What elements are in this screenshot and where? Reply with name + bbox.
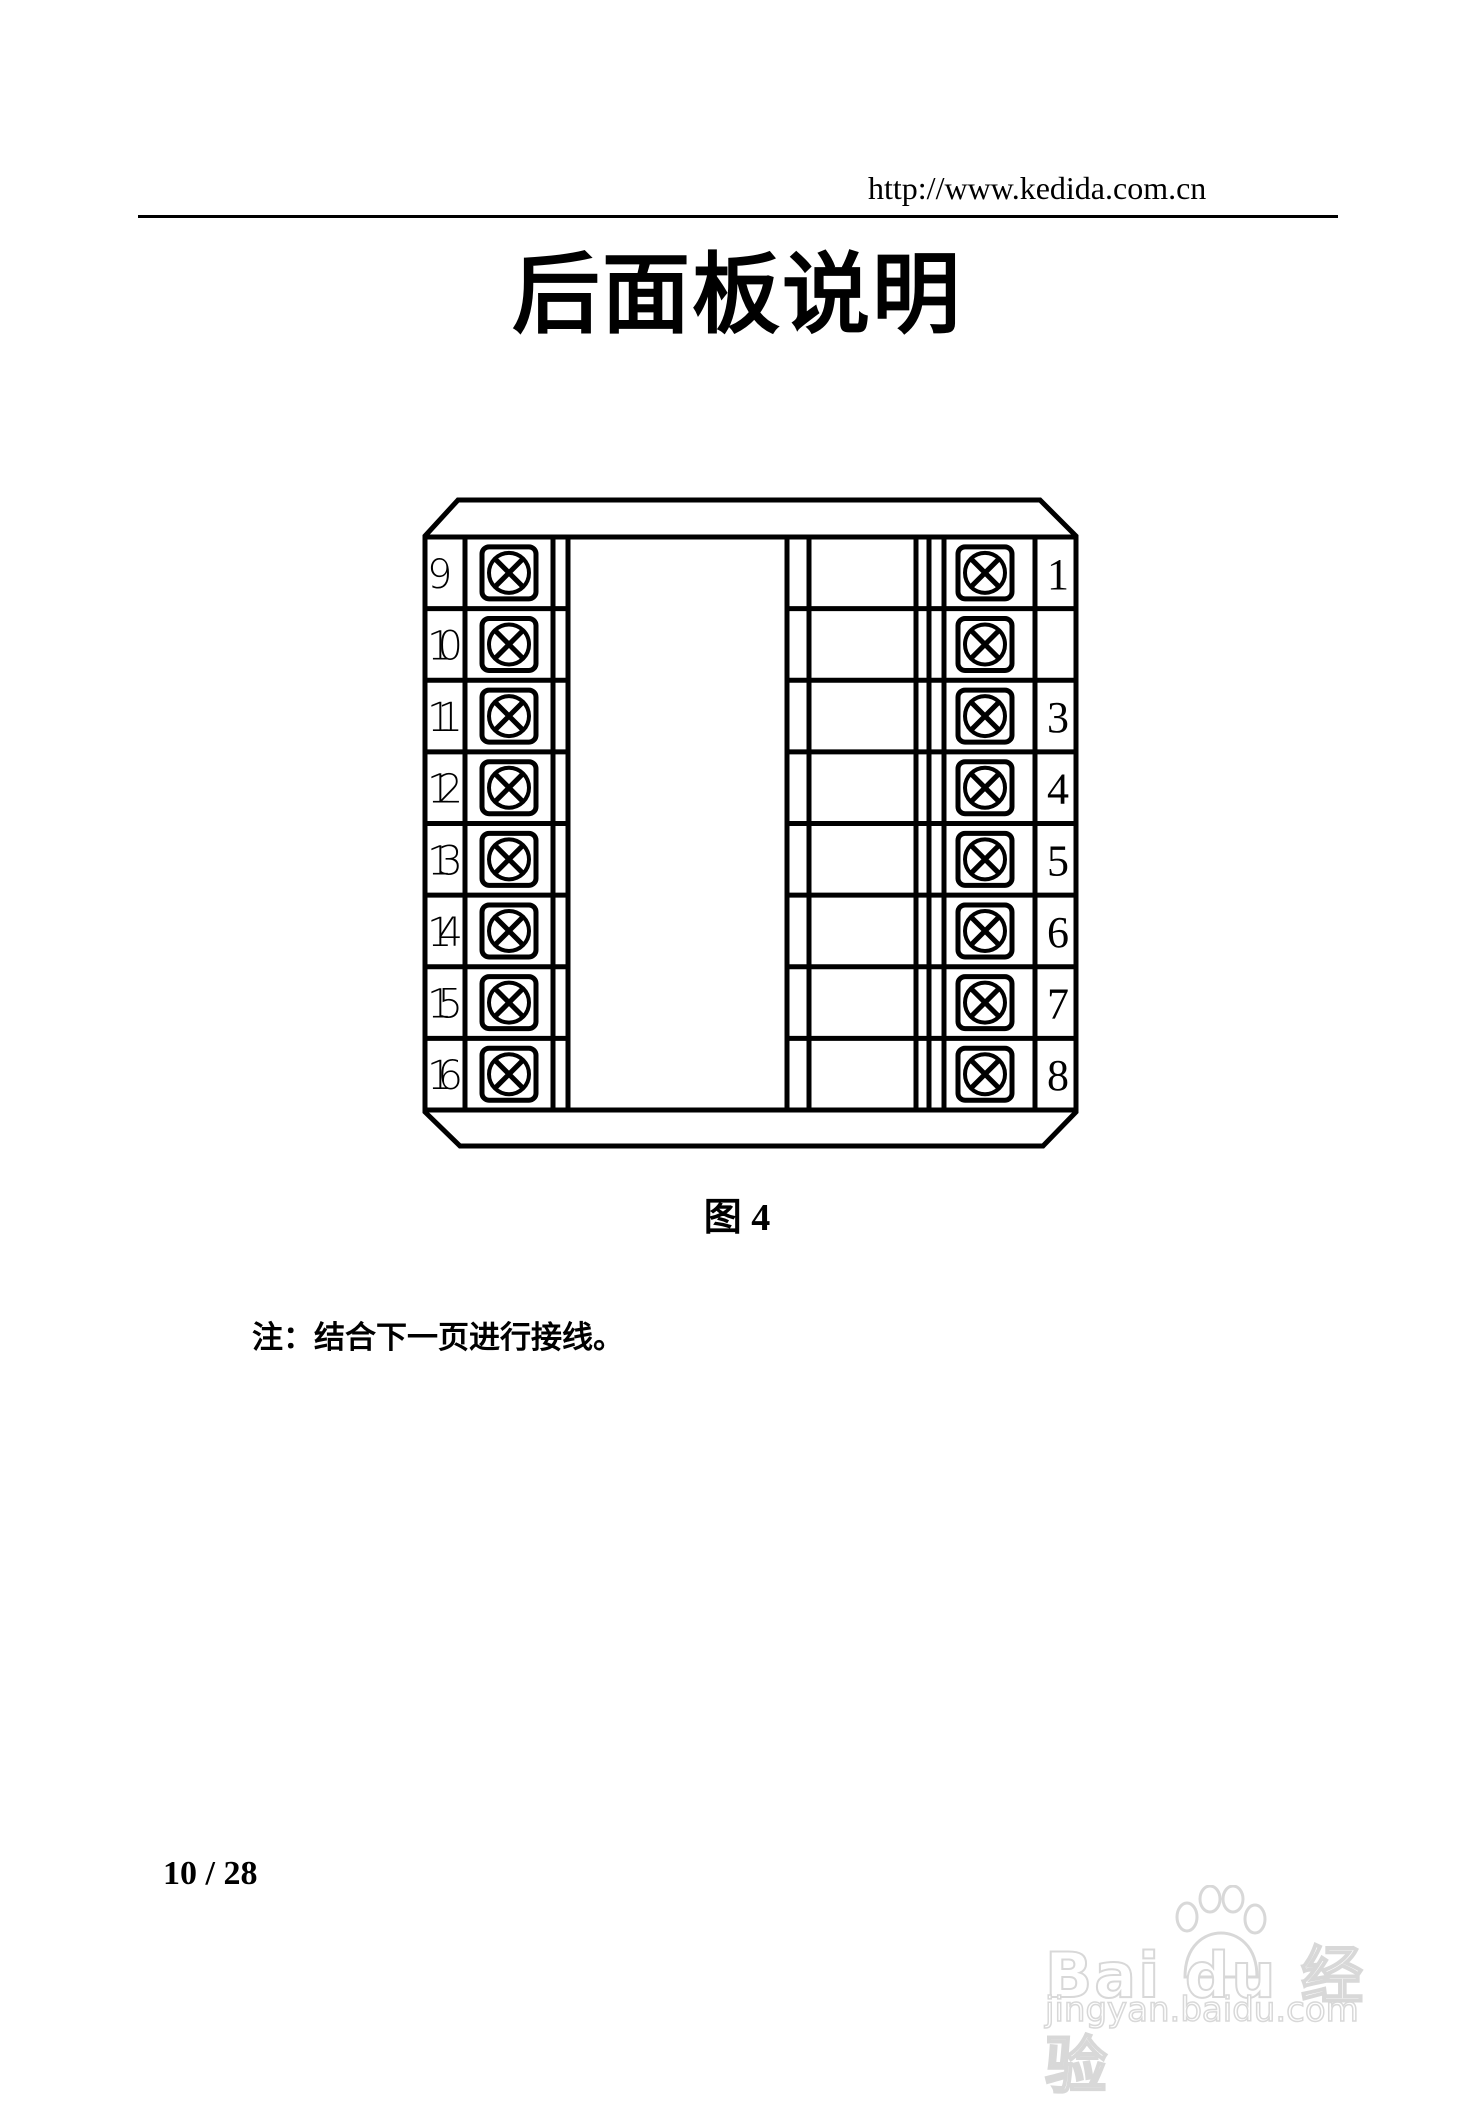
header-url: http://www.kedida.com.cn (868, 170, 1207, 206)
terminal-label: 5 (1047, 836, 1069, 885)
screw-terminal-icon (479, 974, 539, 1032)
terminal-label: 16 (427, 1053, 463, 1099)
terminal-label: 3 (1047, 693, 1069, 742)
baidu-watermark: Bai du 经验 jingyan.baidu.com (1044, 1885, 1425, 2103)
page-title: 后面板说明 (511, 243, 962, 346)
terminal-label: 8 (1047, 1051, 1069, 1100)
header-divider (138, 215, 1338, 218)
screw-terminal-icon (479, 830, 539, 888)
screw-terminal-icon (955, 902, 1015, 960)
page-number: 10 / 28 (163, 1855, 258, 1892)
terminal-label: 13 (427, 838, 463, 884)
terminal-label: 11 (427, 695, 463, 741)
figure-caption: 图 4 (703, 1197, 771, 1239)
screw-terminal-icon (955, 1045, 1015, 1103)
screw-terminal-icon (955, 759, 1015, 817)
panel-outline (422, 497, 1079, 1149)
screw-terminal-icon (479, 902, 539, 960)
screw-terminal-icon (955, 830, 1015, 888)
terminal-label: 14 (427, 910, 463, 956)
screw-terminal-icon (955, 615, 1015, 673)
terminal-label: 10 (427, 623, 463, 669)
screw-terminal-icon (479, 544, 539, 602)
terminal-label: 1 (1047, 550, 1069, 599)
watermark-url: jingyan.baidu.com (1044, 1989, 1359, 2031)
screw-terminal-icon (479, 687, 539, 745)
terminal-label: 4 (1047, 765, 1069, 814)
watermark-brand: Bai du 经验 (1044, 1938, 1366, 2103)
paw-icon (1175, 1885, 1267, 1979)
screw-terminal-icon (479, 1045, 539, 1103)
screw-terminal-icon (955, 974, 1015, 1032)
terminal-label: 9 (427, 552, 452, 598)
terminal-label: 6 (1047, 908, 1069, 957)
screw-terminal-icon (955, 544, 1015, 602)
wiring-note: 注：结合下一页进行接线。 (252, 1320, 624, 1356)
terminal-label: 15 (427, 982, 463, 1028)
terminal-label: 12 (427, 767, 463, 813)
terminal-label: 7 (1047, 980, 1069, 1029)
screw-terminal-icon (479, 615, 539, 673)
screw-terminal-icon (479, 759, 539, 817)
screw-terminal-icon (955, 687, 1015, 745)
